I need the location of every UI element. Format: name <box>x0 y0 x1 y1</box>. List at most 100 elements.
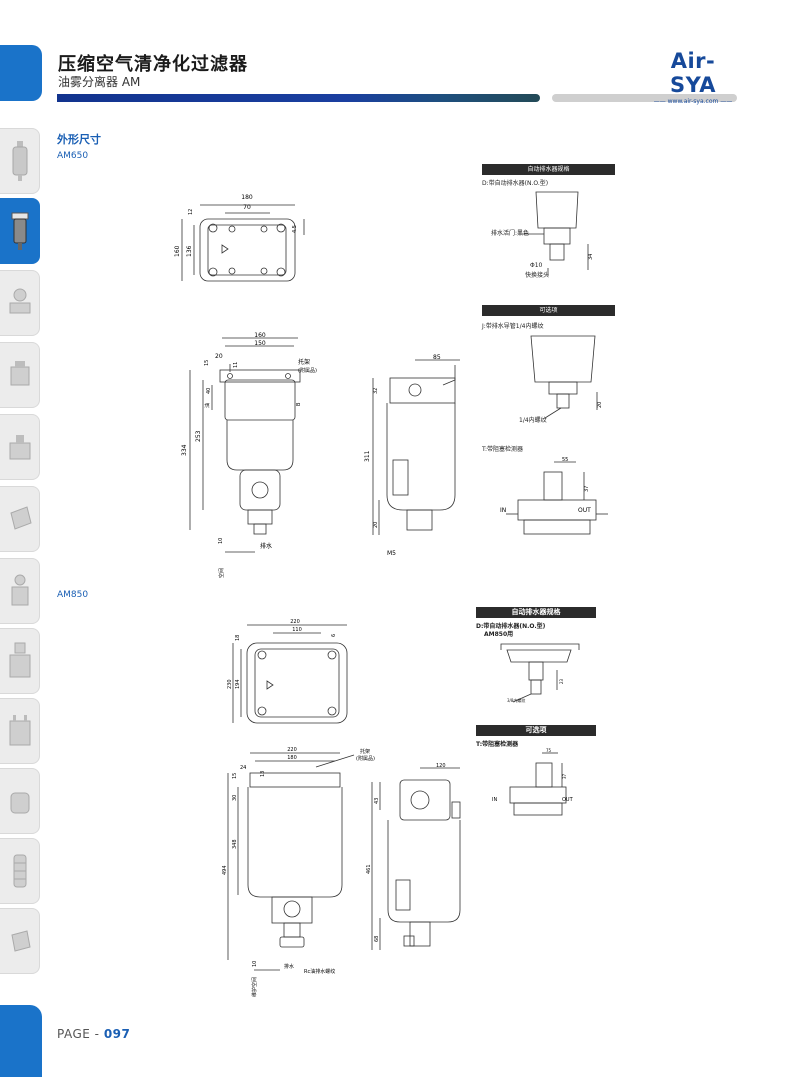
sidebar-item-oil-mist[interactable] <box>0 198 40 264</box>
am650-front-d40: 40 <box>206 388 212 394</box>
am850-front-d30: 30 <box>232 795 238 801</box>
chapter-tab <box>0 45 42 101</box>
am850-options-header: 可选项 <box>476 725 596 736</box>
am850-auto-drain-desc: D:带自动排水器(N.O.型) <box>476 623 546 630</box>
am650-side-m5: M5 <box>387 550 396 557</box>
header-bar-gray <box>552 94 737 102</box>
am650-side-d20: 20 <box>373 522 379 528</box>
model-am850: AM850 <box>57 590 89 600</box>
am850-top-d220: 220 <box>290 619 300 625</box>
page-label: PAGE - <box>57 1027 104 1041</box>
footer-tab <box>0 1005 42 1077</box>
am650-options-header: 可选项 <box>482 305 615 316</box>
am850-auto-drain-header: 自动排水器规格 <box>476 607 596 618</box>
sidebar-item-accessory[interactable] <box>0 908 40 974</box>
am850-auto-drain-diagram: 23 <box>500 643 580 703</box>
filter-icon <box>12 141 27 181</box>
sidebar-item-element[interactable] <box>0 838 40 904</box>
am650-top-d160: 160 <box>174 245 181 257</box>
drain-icon <box>11 574 28 606</box>
sidebar-item-unit[interactable] <box>0 628 40 694</box>
am850-bracket: 托架 <box>360 748 370 755</box>
regulator-icon <box>9 288 30 314</box>
am850-auto-drain-d23: 23 <box>559 678 564 684</box>
am850-top-d18: 18 <box>235 635 241 641</box>
element-icon <box>13 854 26 888</box>
am850-option-t-d75: 75 <box>546 748 552 753</box>
am650-front-view: 160 150 20 15 11 40 253 334 10 油 B 托架 (附… <box>181 332 317 578</box>
am650-front-d15: 15 <box>204 360 210 366</box>
am850-option-t-d37: 37 <box>562 773 567 779</box>
am850-side-d43: 43 <box>374 798 380 804</box>
am650-phi10: Φ10 <box>530 262 543 269</box>
am650-top-d12: 12 <box>188 209 194 215</box>
am650-front-d11: 11 <box>233 362 239 368</box>
am850-bracket-note: (附属品) <box>356 755 375 762</box>
booster-icon <box>10 792 29 814</box>
am850-top-d194: 194 <box>235 679 241 689</box>
am850-top-view: 220 110 18 6 230 194 <box>227 619 348 724</box>
sidebar-item-manifold[interactable] <box>0 698 40 764</box>
am850-option-t-diagram: 75 37 IN OUT <box>492 748 574 816</box>
am650-top-d180: 180 <box>241 194 253 201</box>
am650-front-d150: 150 <box>254 340 266 347</box>
page-subtitle: 油雾分离器 AM <box>58 75 141 89</box>
accessory-icon <box>10 930 31 952</box>
am650-top-d136: 136 <box>186 245 193 257</box>
model-am650: AM650 <box>57 151 89 161</box>
am650-option-t-out: OUT <box>578 507 591 514</box>
am850-front-d220: 220 <box>287 747 297 753</box>
am850-option-t: T:带阻塞检测器 <box>476 741 519 748</box>
page-title: 压缩空气清净化过滤器 <box>58 54 248 75</box>
am850-front-d348: 348 <box>232 839 238 849</box>
sidebar-item-filter[interactable] <box>0 128 40 194</box>
manifold-icon <box>9 715 30 746</box>
am850-front-d180: 180 <box>287 755 297 761</box>
am850-option-t-in: IN <box>492 797 497 803</box>
brand-logo: Air-SYA —— www.air-sya.com —— <box>648 49 738 105</box>
am850-clearance-label: 维护空间 <box>251 977 258 997</box>
header-bar <box>57 94 540 102</box>
page-number-value: 097 <box>103 1027 131 1041</box>
am650-option-t-in: IN <box>500 507 506 514</box>
logo-url: —— www.air-sya.com —— <box>653 98 733 105</box>
am850-front-d494: 494 <box>222 865 228 875</box>
sidebar-item-dryer[interactable] <box>0 414 40 480</box>
am850-drain-thread: Rc油排水螺纹 <box>304 968 335 975</box>
am650-option-t-d55: 55 <box>562 457 568 463</box>
sidebar-item-booster[interactable] <box>0 768 40 834</box>
am650-top-d70: 70 <box>243 204 251 211</box>
am650-top-d45: 4.5 <box>292 225 298 233</box>
am850-side-view: 120 43 461 68 <box>366 763 461 950</box>
am650-bracket: 托架 <box>298 358 310 366</box>
am850-auto-drain-thread: 3/8内螺纹 <box>507 698 526 703</box>
am850-side-d461: 461 <box>366 864 372 874</box>
sidebar-item-separator[interactable] <box>0 486 40 552</box>
am650-auto-drain-header: 自动排水器规格 <box>482 164 615 175</box>
am850-side-d68: 68 <box>374 936 380 942</box>
am650-option-t-diagram: 55 37 IN OUT <box>500 457 608 535</box>
page-number: PAGE - 097 <box>57 1027 130 1041</box>
am850-top-d6: 6 <box>331 634 337 637</box>
am850-top-d110: 110 <box>292 627 302 633</box>
oil-mist-filter-icon <box>11 212 28 250</box>
am650-front-d160: 160 <box>254 332 266 339</box>
logo-text: Air-SYA <box>669 49 717 97</box>
am650-fitting: 快换接头 <box>525 272 550 279</box>
am850-front-d13: 13 <box>260 771 266 777</box>
am850-top-d230: 230 <box>227 679 233 689</box>
sidebar-item-regulator[interactable] <box>0 270 40 336</box>
sidebar-item-valve[interactable] <box>0 342 40 408</box>
am650-option-t-d37: 37 <box>584 486 590 492</box>
am650-auto-drain-diagram: 34 <box>518 191 594 276</box>
am850-drain-label: 排水 <box>284 963 294 970</box>
am850-option-t-out: OUT <box>562 797 574 803</box>
am850-front-d10: 10 <box>252 961 258 967</box>
am650-side-view: 85 32 311 20 M5 <box>364 354 460 557</box>
am650-front-d253: 253 <box>195 430 202 442</box>
am650-bracket-note: (附属品) <box>298 367 317 374</box>
am650-option-j-thread: 1/4内螺纹 <box>519 417 547 424</box>
am850-side-d120: 120 <box>436 763 446 769</box>
sidebar-item-drain[interactable] <box>0 558 40 624</box>
am650-front-port-b: B <box>296 402 302 406</box>
